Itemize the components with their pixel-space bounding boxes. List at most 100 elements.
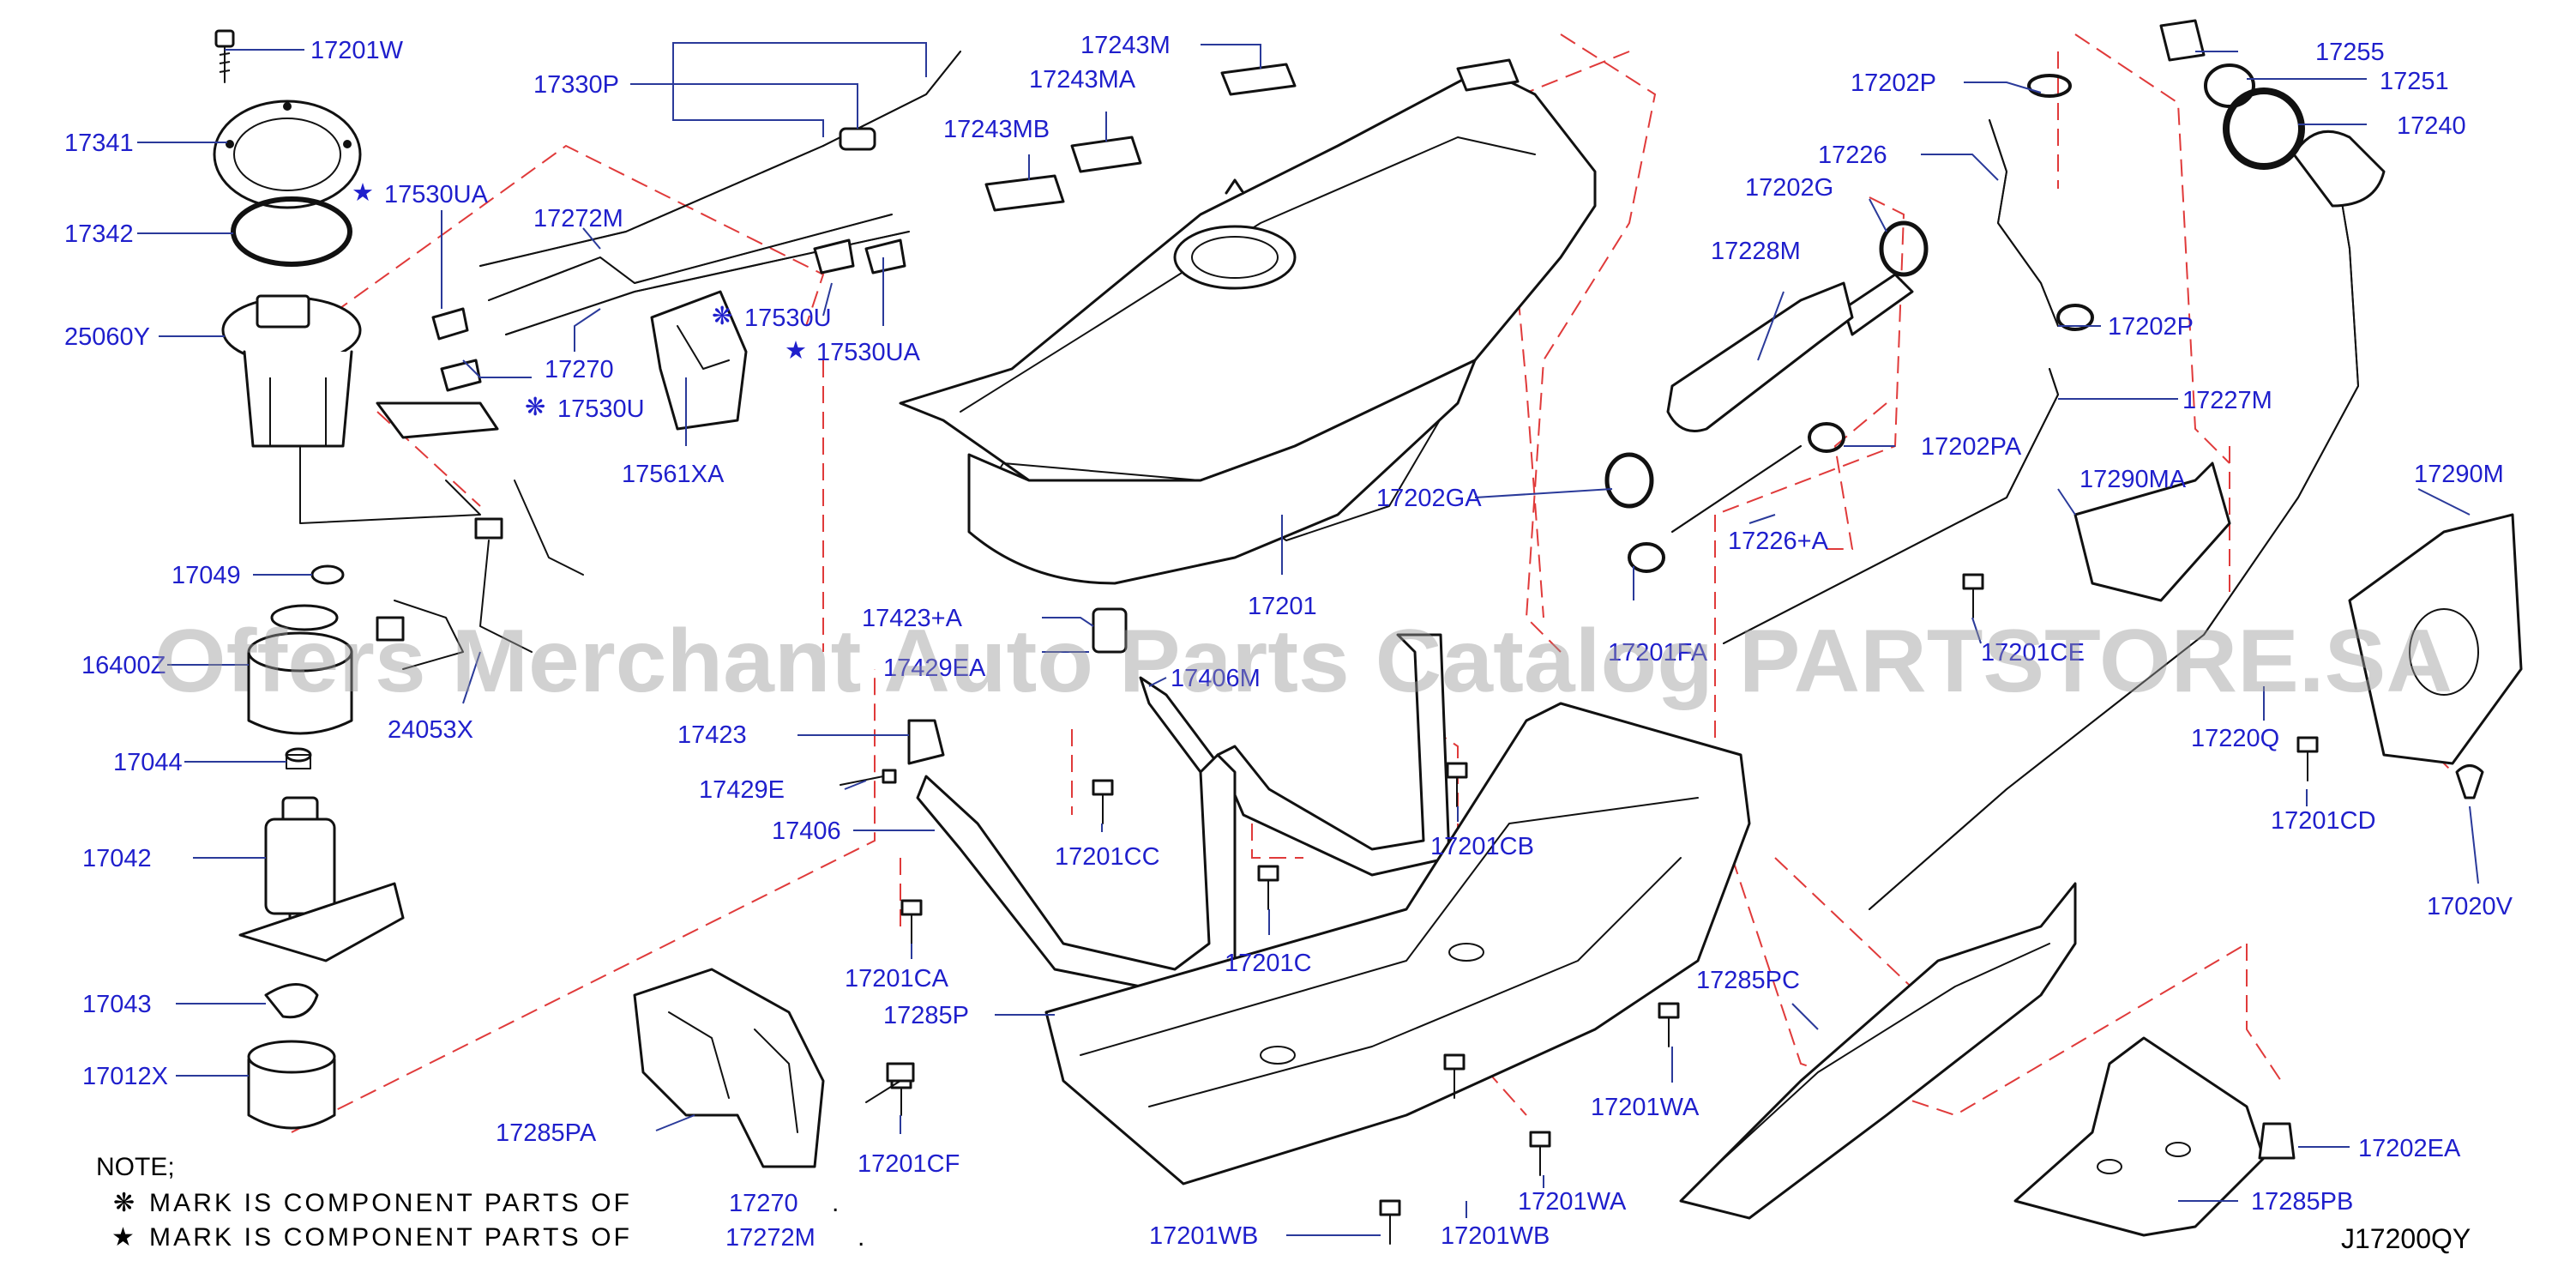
notes-line1-mark: ❋ (113, 1189, 135, 1217)
label-17201W: 17201W (310, 37, 404, 64)
label-17042: 17042 (82, 845, 152, 872)
diagram-code: J17200QY (2341, 1223, 2471, 1254)
label-17406: 17406 (772, 817, 841, 845)
label-17423A: 17423+A (862, 605, 963, 632)
label-17270: 17270 (545, 356, 614, 383)
fuel-tubes-group (376, 51, 961, 670)
label-17290MA: 17290MA (2079, 466, 2187, 493)
label-17285PC: 17285PC (1696, 967, 1800, 994)
hose-clamp-icon (2056, 304, 2094, 331)
pump-clip-icon (264, 983, 319, 1019)
notes-line2-mark: ★ (111, 1223, 135, 1252)
notes-block: NOTE; ❋ MARK IS COMPONENT PARTS OF 17270… (96, 1153, 864, 1252)
label-17243M: 17243M (1080, 32, 1171, 59)
label-17201CB: 17201CB (1430, 833, 1534, 860)
label-17201WB-right: 17201WB (1441, 1222, 1550, 1250)
label-17285PB: 17285PB (2251, 1188, 2353, 1216)
label-16400Z: 16400Z (81, 652, 166, 679)
fuel-pump-module-icon (221, 294, 499, 524)
label-25060Y: 25060Y (64, 323, 150, 351)
fuel-pump-icon (238, 796, 405, 962)
label-17202GA: 17202GA (1376, 485, 1482, 512)
label-17330P: 17330P (533, 71, 619, 99)
label-17285PA: 17285PA (496, 1119, 597, 1147)
label-17201WB-left: 17201WB (1149, 1222, 1258, 1250)
label-17530UA-top: 17530UA (384, 181, 489, 208)
fuel-tank-icon (899, 58, 1597, 585)
gasket-ring-icon (231, 196, 352, 267)
watermark-text: Offers Merchant Auto Parts Catalog PARTS… (154, 612, 2453, 711)
label-17049: 17049 (172, 562, 241, 589)
label-17530UA-mid: 17530UA (816, 339, 921, 366)
assembly-dashed-lines (291, 33, 2453, 1133)
label-17423: 17423 (677, 721, 747, 749)
label-17530U-mid: 17530U (744, 305, 832, 332)
label-17429E: 17429E (699, 776, 785, 804)
label-17201: 17201 (1248, 593, 1317, 620)
label-17240: 17240 (2397, 112, 2466, 140)
label-17202G: 17202G (1745, 174, 1833, 202)
hose-clamp-icon (1808, 422, 1845, 453)
bolt-17201W-icon (214, 29, 235, 83)
label-17202P-top: 17202P (1851, 69, 1936, 97)
notes-line2-end: . (858, 1223, 864, 1252)
label-17227M: 17227M (2182, 387, 2272, 414)
notes-line2-text: MARK IS COMPONENT PARTS OF (149, 1223, 629, 1252)
marker-star: ★ (352, 179, 374, 207)
label-17530U-low: 17530U (557, 395, 645, 423)
filler-neck-group (1604, 19, 2523, 910)
label-17342: 17342 (64, 220, 134, 248)
label-17201WA-low: 17201WA (1518, 1188, 1627, 1216)
notes-line1-part: 17270 (729, 1190, 798, 1217)
label-17429EA: 17429EA (883, 655, 986, 682)
label-17272M: 17272M (533, 205, 623, 232)
fuel-cap-icon (2204, 63, 2255, 108)
marker-flower: ❋ (525, 394, 545, 421)
label-17561XA: 17561XA (622, 461, 725, 488)
label-17228M: 17228M (1711, 238, 1801, 265)
label-17243MA: 17243MA (1029, 66, 1136, 94)
notes-heading: NOTE; (96, 1153, 175, 1181)
label-17201CF: 17201CF (858, 1150, 960, 1178)
grommet-icon (285, 747, 312, 769)
label-17020V: 17020V (2427, 893, 2513, 920)
fuel-pump-parts (213, 29, 499, 1130)
label-17201WA-mid: 17201WA (1591, 1094, 1700, 1121)
fuel-filter-icon (247, 604, 353, 735)
label-17406M: 17406M (1171, 665, 1261, 692)
label-17201C: 17201C (1225, 950, 1312, 977)
label-17202P-mid: 17202P (2108, 313, 2194, 341)
label-17201CC: 17201CC (1055, 843, 1160, 871)
hose-clamp-icon (1628, 542, 1665, 573)
label-17044: 17044 (113, 749, 183, 776)
part-labels: 17201W 17341 17342 25060Y 17049 16400Z 1… (64, 32, 2513, 1250)
label-17201CD: 17201CD (2271, 807, 2376, 835)
notes-line1-text: MARK IS COMPONENT PARTS OF (149, 1189, 629, 1217)
filler-ring-icon (2223, 87, 2305, 170)
notes-line1-end: . (832, 1189, 839, 1217)
label-17290M: 17290M (2414, 461, 2504, 488)
label-17226A: 17226+A (1728, 528, 1829, 555)
o-ring-icon (310, 564, 345, 585)
pump-holder-icon (247, 1040, 336, 1130)
label-17202PA: 17202PA (1921, 433, 2022, 461)
tank-protector-group (633, 702, 2296, 1245)
marker-star: ★ (785, 337, 807, 365)
label-17285P: 17285P (883, 1002, 969, 1029)
label-17201CE: 17201CE (1981, 639, 2085, 667)
leader-lines (137, 42, 2479, 1236)
label-17226: 17226 (1818, 142, 1887, 169)
label-17043: 17043 (82, 991, 152, 1018)
label-17341: 17341 (64, 130, 134, 157)
hose-clamp-icon (1879, 220, 1929, 277)
retainer-plate-icon (213, 100, 362, 209)
label-17012X: 17012X (82, 1063, 168, 1090)
marker-flower: ❋ (712, 303, 732, 330)
label-17201CA: 17201CA (845, 965, 949, 992)
label-17202EA: 17202EA (2358, 1135, 2461, 1162)
label-17251: 17251 (2380, 68, 2449, 95)
label-17201FA: 17201FA (1608, 639, 1708, 667)
hose-clamp-icon (2027, 74, 2072, 98)
hose-clamp-icon (1604, 452, 1654, 509)
